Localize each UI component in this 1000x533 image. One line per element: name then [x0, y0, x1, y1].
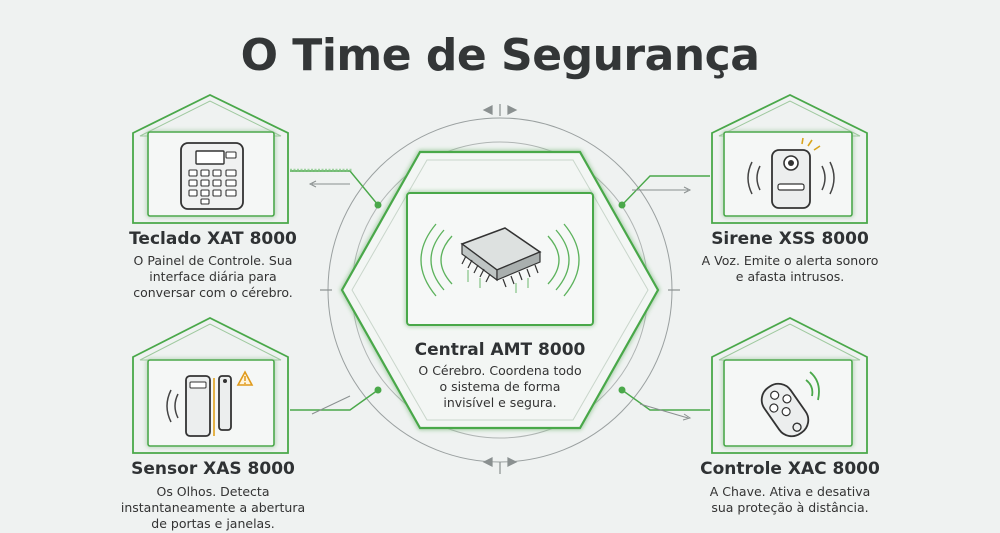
connector-nodes: [374, 201, 626, 394]
connectors: [290, 168, 710, 421]
desc-line: A Voz. Emite o alerta sonoro: [701, 253, 879, 268]
keypad-icon: [180, 142, 244, 210]
device-desc-sensor: Os Olhos. Detecta instantaneamente a abe…: [108, 484, 318, 532]
desc-line: O Painel de Controle. Sua: [133, 253, 293, 268]
device-desc-teclado: O Painel de Controle. Sua interface diár…: [118, 253, 308, 301]
device-desc-controle: A Chave. Ativa e desativa sua proteção à…: [685, 484, 895, 516]
desc-line: instantaneamente a abertura: [120, 500, 306, 515]
device-name-controle: Controle XAC 8000: [700, 459, 880, 479]
device-name-sensor: Sensor XAS 8000: [131, 459, 295, 479]
desc-line: conversar com o cérebro.: [133, 285, 293, 300]
chip-icon: [460, 227, 542, 293]
desc-line: interface diária para: [149, 269, 277, 284]
desc-line: O Cérebro. Coordena todo: [418, 363, 582, 378]
desc-line: Os Olhos. Detecta: [156, 484, 270, 499]
desc-line: A Chave. Ativa e desativa: [709, 484, 871, 499]
central-desc: O Cérebro. Coordena todo o sistema de fo…: [400, 363, 600, 411]
device-desc-sirene: A Voz. Emite o alerta sonoro e afasta in…: [685, 253, 895, 285]
desc-line: de portas e janelas.: [151, 516, 275, 531]
device-name-teclado: Teclado XAT 8000: [129, 229, 297, 249]
desc-line: o sistema de forma: [439, 379, 561, 394]
page-title: O Time de Segurança: [240, 30, 760, 81]
remote-control-icon: [760, 371, 820, 438]
desc-line: e afasta intrusos.: [735, 269, 845, 284]
crosshair-ticks: [320, 104, 680, 474]
siren-icon: [747, 137, 835, 209]
device-name-sirene: Sirene XSS 8000: [711, 229, 869, 249]
door-sensor-icon: [166, 370, 254, 437]
central-name: Central AMT 8000: [414, 340, 586, 360]
central-chip-card: [406, 192, 594, 326]
chip-wave-icon: [420, 223, 580, 297]
warning-icon: [236, 370, 254, 386]
desc-line: invisível e segura.: [443, 395, 557, 410]
desc-line: sua proteção à distância.: [711, 500, 869, 515]
